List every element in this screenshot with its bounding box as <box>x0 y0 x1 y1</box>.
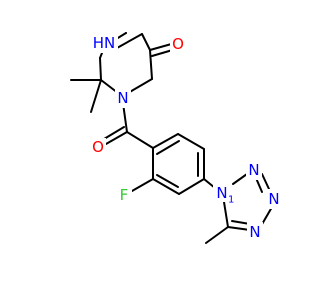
bond-cme2-methyl-b <box>90 79 102 113</box>
bond-benz-1-inner <box>156 140 180 155</box>
atom-o-ring: O <box>172 35 184 53</box>
atom-n-amide: N <box>117 89 128 107</box>
atom-nh: HN <box>93 34 116 52</box>
bond-c-o-amide-a <box>105 131 128 145</box>
label-bg-n2 <box>246 160 262 180</box>
atom-n1-locant: 1 <box>228 195 234 206</box>
bond-n2-n3 <box>261 173 270 190</box>
atom-labels: HN O N O F N 1 N N N <box>90 33 282 242</box>
atom-n3-tetrazole: N <box>268 190 279 208</box>
label-bg-n-amide <box>115 88 131 108</box>
label-bg-nh <box>90 33 118 53</box>
label-bg-n3 <box>266 189 282 209</box>
atom-o-amide: O <box>92 138 104 156</box>
molecule-diagram: HN O N O F N 1 N N N <box>70 32 282 244</box>
atom-f: F <box>120 186 129 204</box>
bond-cme2-ch2 <box>99 57 102 81</box>
label-bg-n4 <box>247 222 263 242</box>
bond-benz-5 <box>152 178 180 195</box>
label-bg-f <box>116 185 132 205</box>
atom-n1-tetrazole: N <box>216 184 227 202</box>
label-bg-o-amide <box>90 138 106 158</box>
bond-n4-c5 <box>227 226 251 231</box>
bond-n1-n2 <box>232 173 248 185</box>
bond-c-f <box>131 178 154 192</box>
bond-co-ring <box>141 33 151 51</box>
label-bg-o-ring <box>170 34 186 54</box>
label-bg-n1 <box>213 182 231 202</box>
bond-benz-1 <box>152 133 179 149</box>
bond-benz-5-inner <box>156 174 179 188</box>
bond-n2-n3-inner <box>255 177 263 193</box>
atom-n4-tetrazole: N <box>249 223 260 241</box>
bond-co-ch2 <box>149 49 153 80</box>
bond-benz-4 <box>178 178 205 195</box>
bond-nh-ring-top <box>116 33 143 49</box>
bond-c-ring <box>126 131 154 149</box>
bond-c5-methyl <box>205 226 229 244</box>
atom-n2-tetrazole: N <box>248 161 259 179</box>
bond-benz-2 <box>177 133 205 150</box>
bond-c5-n1 <box>223 201 229 228</box>
bond-c-o-amide-b <box>103 126 125 140</box>
bond-ch2-n-amide <box>127 78 153 94</box>
